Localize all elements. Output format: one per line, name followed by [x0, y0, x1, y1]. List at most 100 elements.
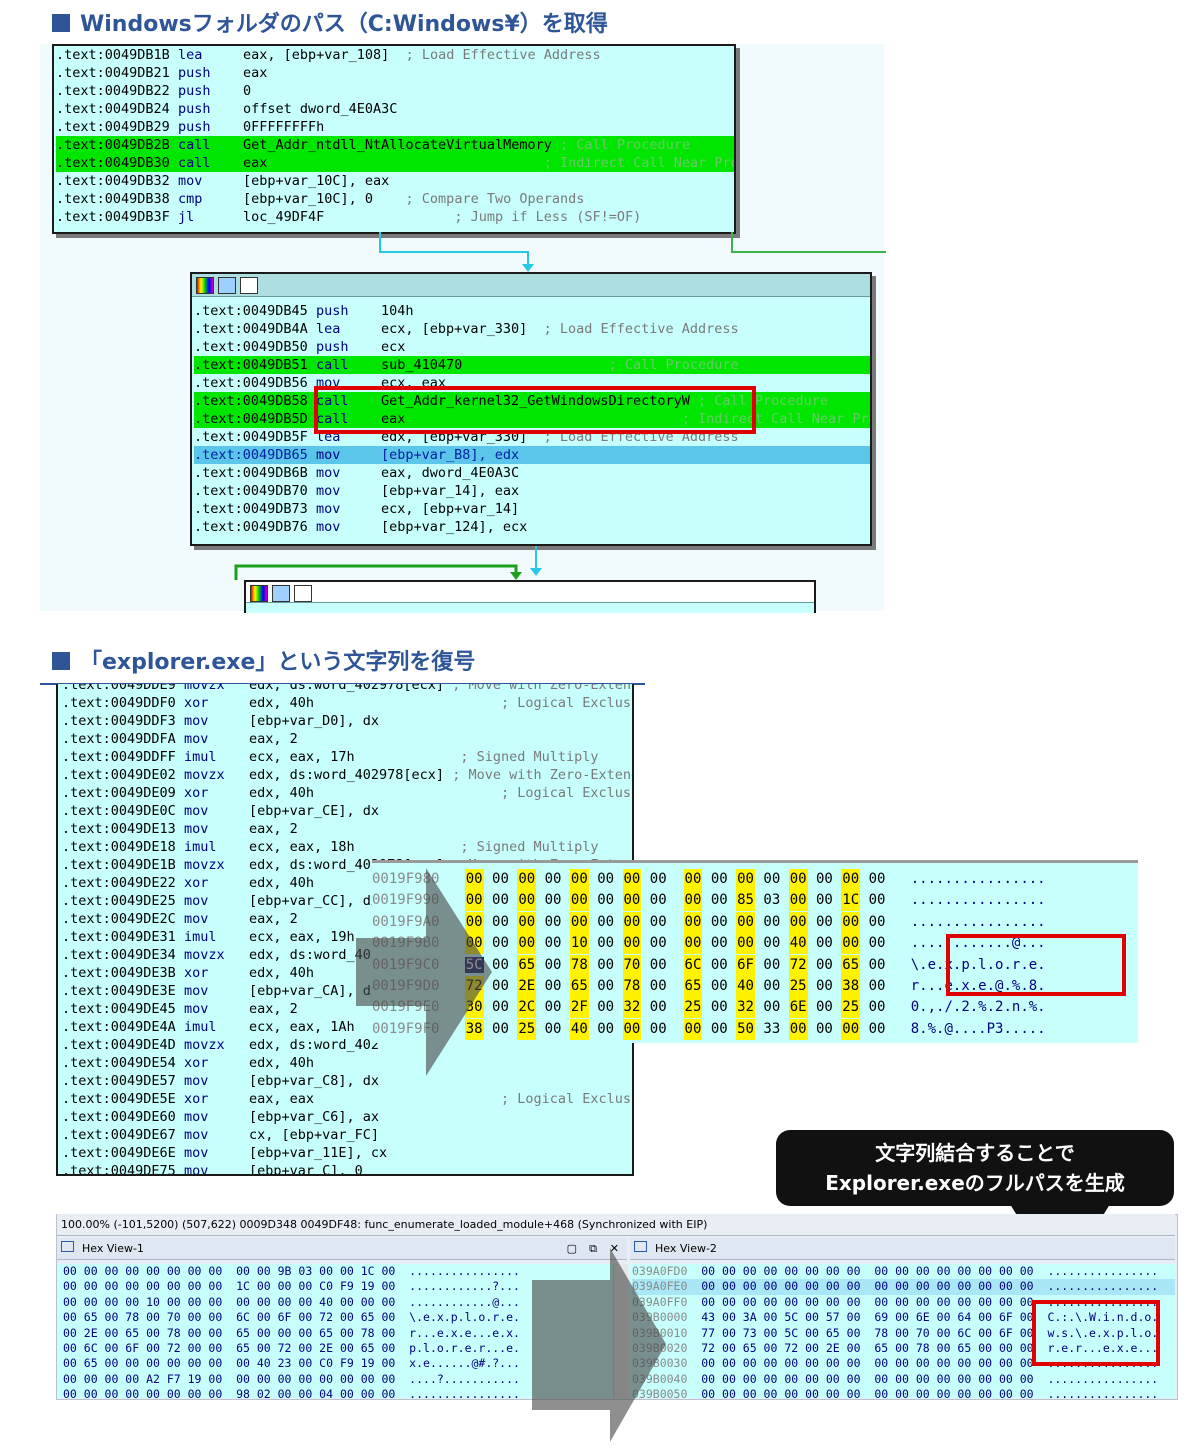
code-line[interactable]: .text:0049DE75 mov [ebp+var_C], 0: [62, 1162, 632, 1174]
disasm-block-decode[interactable]: .text:0049DDE9 movzx edx, ds:word_402978…: [56, 684, 634, 1176]
minimize-icon[interactable]: ▢: [566, 1242, 577, 1255]
hex-byte: 00: [649, 913, 667, 930]
code-line[interactable]: .text:0049DE13 mov eax, 2: [62, 820, 632, 838]
hex-row[interactable]: 00 00 00 00 00 00 00 00 1C 00 00 00 C0 F…: [63, 1279, 520, 1294]
code-lines: .text:0049DB1B lea eax, [ebp+var_108] ; …: [56, 46, 734, 226]
code-operand: eax: [242, 65, 268, 81]
code-line[interactable]: .text:0049DE60 mov [ebp+var_C6], ax: [62, 1108, 632, 1126]
code-line[interactable]: .text:0049DDF3 mov [ebp+var_D0], dx: [62, 712, 632, 730]
hex-row[interactable]: 00 65 00 78 00 70 00 00 6C 00 6F 00 72 0…: [63, 1310, 520, 1325]
hex-row[interactable]: 00 00 00 00 10 00 00 00 00 00 00 00 40 0…: [63, 1294, 520, 1309]
code-line[interactable]: .text:0049DB24 push offset dword_4E0A3C: [56, 100, 734, 118]
code-line[interactable]: .text:0049DB21 push eax: [56, 64, 734, 82]
code-line[interactable]: .text:0049DB70 mov [ebp+var_14], eax: [194, 482, 870, 500]
code-line[interactable]: .text:0049DE45 mov eax, 2: [62, 1000, 632, 1018]
hex-bytes: 00 00 00 00 00 00 00 00 00 00 00 00 00 0…: [701, 1279, 1034, 1294]
hex-row[interactable]: 039B0050 00 00 00 00 00 00 00 00 00 00 0…: [632, 1387, 1175, 1398]
code-mnemonic: call: [315, 393, 373, 409]
hexview1-titlebar[interactable]: Hex View-1 ▢ ⧉ ✕: [57, 1238, 627, 1260]
hex-byte: 33: [763, 1020, 781, 1037]
hex-row[interactable]: 039B0010 77 00 73 00 5C 00 65 00 78 00 7…: [632, 1326, 1175, 1341]
hex-row[interactable]: 00 00 00 00 00 00 00 00 00 00 9B 03 00 0…: [63, 1264, 520, 1278]
code-line[interactable]: .text:0049DE22 xor edx, 40h: [62, 874, 632, 892]
hex-row[interactable]: 0019F9F0 38 00 25 00 40 00 00 00 00 00 5…: [372, 1018, 1046, 1040]
code-line[interactable]: .text:0049DE4D movzx edx, ds:word_402: [62, 1036, 632, 1054]
code-line[interactable]: .text:0049DE54 xor edx, 40h: [62, 1054, 632, 1072]
hex-row[interactable]: 039A0FD0 00 00 00 00 00 00 00 00 00 00 0…: [632, 1264, 1175, 1279]
code-operand: eax, 2: [248, 821, 298, 837]
code-operand: ecx, [ebp+var_330]: [380, 321, 528, 337]
hex-row[interactable]: 00 6C 00 6F 00 72 00 00 65 00 72 00 2E 0…: [63, 1341, 520, 1356]
hex-bytes: 00 00 00 00 00 00 00 00 00 00 00 00 00 0…: [701, 1356, 1034, 1371]
hex-row[interactable]: 0019F980 00 00 00 00 00 00 00 00 00 00 0…: [372, 869, 1046, 890]
code-line[interactable]: .text:0049DB30 call eax ; Indirect Call …: [56, 154, 734, 172]
code-line[interactable]: .text:0049DE3E mov [ebp+var_CA], dx: [62, 982, 632, 1000]
code-line[interactable]: .text:0049DE67 mov cx, [ebp+var_FC]: [62, 1126, 632, 1144]
code-comment: ; Indirect Call Near Procedure: [543, 155, 734, 171]
code-line[interactable]: .text:0049DDFA mov eax, 2: [62, 730, 632, 748]
code-line[interactable]: .text:0049DB29 push 0FFFFFFFFh: [56, 118, 734, 136]
code-line[interactable]: .text:0049DB58 call Get_Addr_kernel32_Ge…: [194, 392, 870, 410]
code-line[interactable]: .text:0049DE09 xor edx, 40h ; Logical Ex…: [62, 784, 632, 802]
code-line[interactable]: .text:0049DE02 movzx edx, ds:word_402978…: [62, 766, 632, 784]
hex-row[interactable]: 039B0000 43 00 3A 00 5C 00 57 00 69 00 6…: [632, 1310, 1175, 1325]
code-line[interactable]: .text:0049DE4A imul ecx, eax, 1Ah: [62, 1018, 632, 1036]
code-line[interactable]: .text:0049DE34 movzx edx, ds:word_402: [62, 946, 632, 964]
code-line[interactable]: .text:0049DDFF imul ecx, eax, 17h ; Sign…: [62, 748, 632, 766]
color-palette-icon[interactable]: [250, 585, 268, 602]
code-line[interactable]: .text:0049DB38 cmp [ebp+var_10C], 0 ; Co…: [56, 190, 734, 208]
code-line[interactable]: .text:0049DE2C mov eax, 2: [62, 910, 632, 928]
code-line[interactable]: .text:0049DE57 mov [ebp+var_C8], dx: [62, 1072, 632, 1090]
code-line[interactable]: .text:0049DB6B mov eax, dword_4E0A3C: [194, 464, 870, 482]
hex-row[interactable]: 0019F9E0 30 00 2C 00 2F 00 32 00 25 00 3…: [372, 997, 1046, 1019]
code-line[interactable]: .text:0049DB65 mov [ebp+var_B8], edx: [194, 446, 870, 464]
hex-row[interactable]: 039B0040 00 00 00 00 00 00 00 00 00 00 0…: [632, 1372, 1175, 1387]
code-line[interactable]: .text:0049DB51 call sub_410470 ; Call Pr…: [194, 356, 870, 374]
code-line[interactable]: .text:0049DB5D call eax ; Indirect Call …: [194, 410, 870, 428]
code-operand: Get_Addr_kernel32_GetWindowsDirectoryW: [380, 393, 690, 409]
disasm-block-2[interactable]: .text:0049DB45 push 104h.text:0049DB4A l…: [190, 272, 872, 546]
close-icon[interactable]: ✕: [609, 1242, 619, 1255]
hex-row[interactable]: 00 00 00 00 00 00 00 00 98 02 00 00 04 0…: [63, 1387, 520, 1398]
edit-graph-icon[interactable]: [272, 585, 290, 602]
hex-row[interactable]: 0019F990 00 00 00 00 00 00 00 00 00 00 8…: [372, 890, 1046, 912]
code-line[interactable]: .text:0049DB1B lea eax, [ebp+var_108] ; …: [56, 46, 734, 64]
edit-graph-icon[interactable]: [218, 277, 236, 294]
code-line[interactable]: .text:0049DE5E xor eax, eax ; Logical Ex…: [62, 1090, 632, 1108]
disasm-block-1[interactable]: .text:0049DB1B lea eax, [ebp+var_108] ; …: [52, 44, 736, 234]
code-line[interactable]: .text:0049DE6E mov [ebp+var_11E], cx: [62, 1144, 632, 1162]
code-line[interactable]: .text:0049DDF0 xor edx, 40h ; Logical Ex…: [62, 694, 632, 712]
code-line[interactable]: .text:0049DB73 mov ecx, [ebp+var_14]: [194, 500, 870, 518]
disasm-block-3-partial[interactable]: [244, 580, 816, 613]
graph-overview-icon[interactable]: [294, 585, 312, 602]
code-line[interactable]: .text:0049DB4A lea ecx, [ebp+var_330] ; …: [194, 320, 870, 338]
code-line[interactable]: .text:0049DE31 imul ecx, eax, 19h: [62, 928, 632, 946]
code-line[interactable]: .text:0049DE3B xor edx, 40h: [62, 964, 632, 982]
hex-row[interactable]: 039A0FE0 00 00 00 00 00 00 00 00 00 00 0…: [632, 1279, 1175, 1295]
hex-byte: 70: [622, 954, 642, 976]
code-line[interactable]: .text:0049DB22 push 0: [56, 82, 734, 100]
code-address: .text:0049DE60: [62, 1109, 176, 1125]
code-address: .text:0049DDFA: [62, 731, 176, 747]
code-line[interactable]: .text:0049DB3F jl loc_49DF4F ; Jump if L…: [56, 208, 734, 226]
code-line[interactable]: .text:0049DE0C mov [ebp+var_CE], dx: [62, 802, 632, 820]
hexview2-titlebar[interactable]: Hex View-2: [630, 1238, 1175, 1260]
code-line[interactable]: .text:0049DE18 imul ecx, eax, 18h ; Sign…: [62, 838, 632, 856]
code-line[interactable]: .text:0049DB50 push ecx: [194, 338, 870, 356]
code-line[interactable]: .text:0049DB32 mov [ebp+var_10C], eax: [56, 172, 734, 190]
color-palette-icon[interactable]: [196, 277, 214, 294]
code-line[interactable]: .text:0049DB2B call Get_Addr_ntdll_NtAll…: [56, 136, 734, 154]
graph-overview-icon[interactable]: [240, 277, 258, 294]
hex-dump-panel[interactable]: 0019F980 00 00 00 00 00 00 00 00 00 00 0…: [372, 860, 1138, 1043]
hex-row[interactable]: 00 65 00 00 00 00 00 00 00 40 23 00 C0 F…: [63, 1356, 520, 1371]
code-line[interactable]: .text:0049DB76 mov [ebp+var_124], ecx: [194, 518, 870, 536]
hex-row[interactable]: 00 2E 00 65 00 78 00 00 65 00 00 00 65 0…: [63, 1325, 520, 1340]
code-line[interactable]: .text:0049DDE9 movzx edx, ds:word_402978…: [62, 684, 632, 694]
restore-icon[interactable]: ⧉: [589, 1242, 597, 1255]
hexview1-content[interactable]: 00 00 00 00 00 00 00 00 00 00 9B 03 00 0…: [57, 1264, 613, 1398]
hexview2-content[interactable]: 039A0FD0 00 00 00 00 00 00 00 00 00 00 0…: [630, 1264, 1175, 1398]
hex-row[interactable]: 0019F9A0 00 00 00 00 00 00 00 00 00 00 0…: [372, 911, 1046, 933]
hex-byte: 85: [736, 890, 755, 912]
hex-row[interactable]: 00 00 00 00 A2 F7 19 00 00 00 00 00 00 0…: [63, 1371, 520, 1386]
code-line[interactable]: .text:0049DB45 push 104h: [194, 302, 870, 320]
